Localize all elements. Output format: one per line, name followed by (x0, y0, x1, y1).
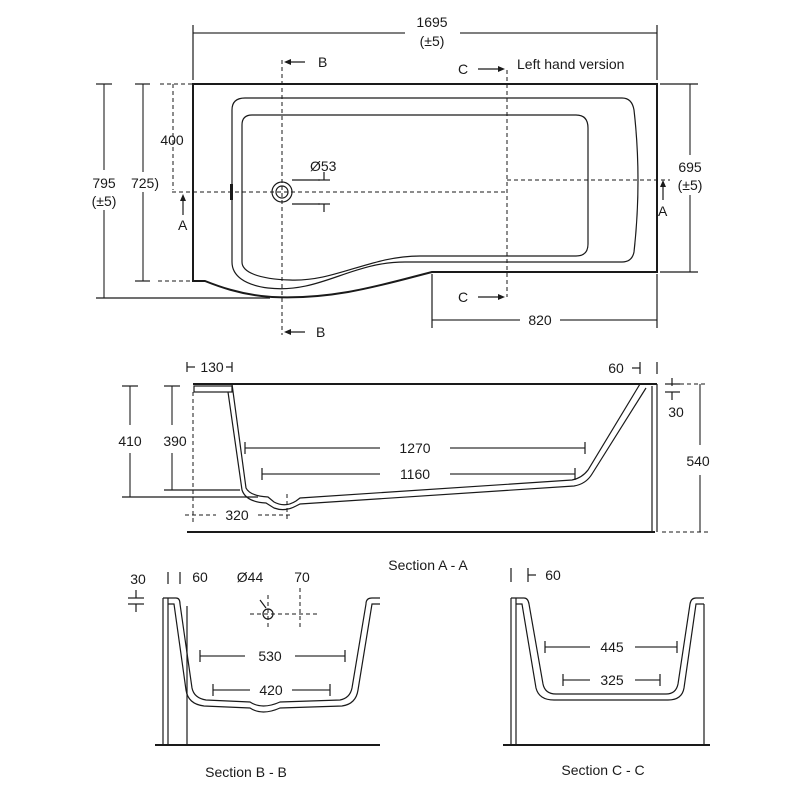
rim-dimension: 60 (192, 569, 208, 585)
svg-text:C: C (458, 61, 468, 77)
svg-text:A: A (658, 203, 668, 219)
length-dimension: 1695 (416, 14, 447, 30)
section-marker-b-bottom: B (284, 324, 325, 340)
outer-depth-dimension: 410 (118, 433, 142, 449)
svg-text:B: B (318, 54, 327, 70)
waste-offset-dimension: 400 (160, 132, 184, 148)
inner-depth-dimension: 390 (163, 433, 187, 449)
right-width-tolerance: (±5) (678, 177, 703, 193)
section-marker-c-bottom: C (458, 289, 505, 305)
bottom-width-dimension: 420 (259, 682, 283, 698)
total-width-tolerance: (±5) (92, 193, 117, 209)
shower-end-dimension: 820 (528, 312, 552, 328)
total-width-dimension: 795 (92, 175, 116, 191)
section-c-c: 60 445 325 Section C - C (503, 567, 710, 778)
rim-left-dimension: 130 (200, 359, 224, 375)
rim-dimension: 60 (545, 567, 561, 583)
basin-outline (241, 114, 589, 281)
section-b-b-title: Section B - B (205, 764, 287, 780)
length-tolerance: (±5) (420, 33, 445, 49)
rim-right-dimension: 60 (608, 360, 624, 376)
top-width-dimension: 445 (600, 639, 624, 655)
rim-inner-edge (231, 97, 639, 290)
waste-offset-dimension: 70 (294, 569, 310, 585)
waste-diameter: Ø53 (310, 158, 337, 174)
section-b-b: 30 60 Ø44 70 530 420 Section B - B (128, 569, 380, 780)
section-marker-a-right: A (658, 180, 668, 219)
rim-thickness-dimension: 30 (130, 571, 146, 587)
left-rim (193, 385, 233, 393)
section-c-c-title: Section C - C (561, 762, 644, 778)
right-width-dimension: 695 (678, 159, 702, 175)
plan-view: 1695 (±5) Left hand version Ø53 B B C (92, 14, 703, 340)
waste-outer (271, 181, 293, 203)
top-width-dimension: 530 (258, 648, 282, 664)
waste-diameter: Ø44 (237, 569, 264, 585)
svg-text:C: C (458, 289, 468, 305)
bath-outline (192, 83, 658, 299)
top-length-dimension: 1270 (399, 440, 430, 456)
rim-thickness-dimension: 30 (668, 404, 684, 420)
inner-width-dimension: 725) (131, 175, 159, 191)
height-dimension: 540 (686, 453, 710, 469)
section-marker-b-top: B (284, 54, 327, 70)
section-a-a-title: Section A - A (388, 557, 468, 573)
svg-text:B: B (316, 324, 325, 340)
section-a-a: 130 60 410 390 1270 1160 320 30 540 Sect… (118, 359, 710, 573)
section-marker-a-left: A (178, 194, 188, 233)
waste-position-dimension: 320 (225, 507, 249, 523)
bottom-width-dimension: 325 (600, 672, 624, 688)
bottom-length-dimension: 1160 (400, 466, 430, 482)
svg-text:A: A (178, 217, 188, 233)
version-label: Left hand version (517, 56, 624, 72)
section-marker-c-top: C (458, 61, 505, 77)
